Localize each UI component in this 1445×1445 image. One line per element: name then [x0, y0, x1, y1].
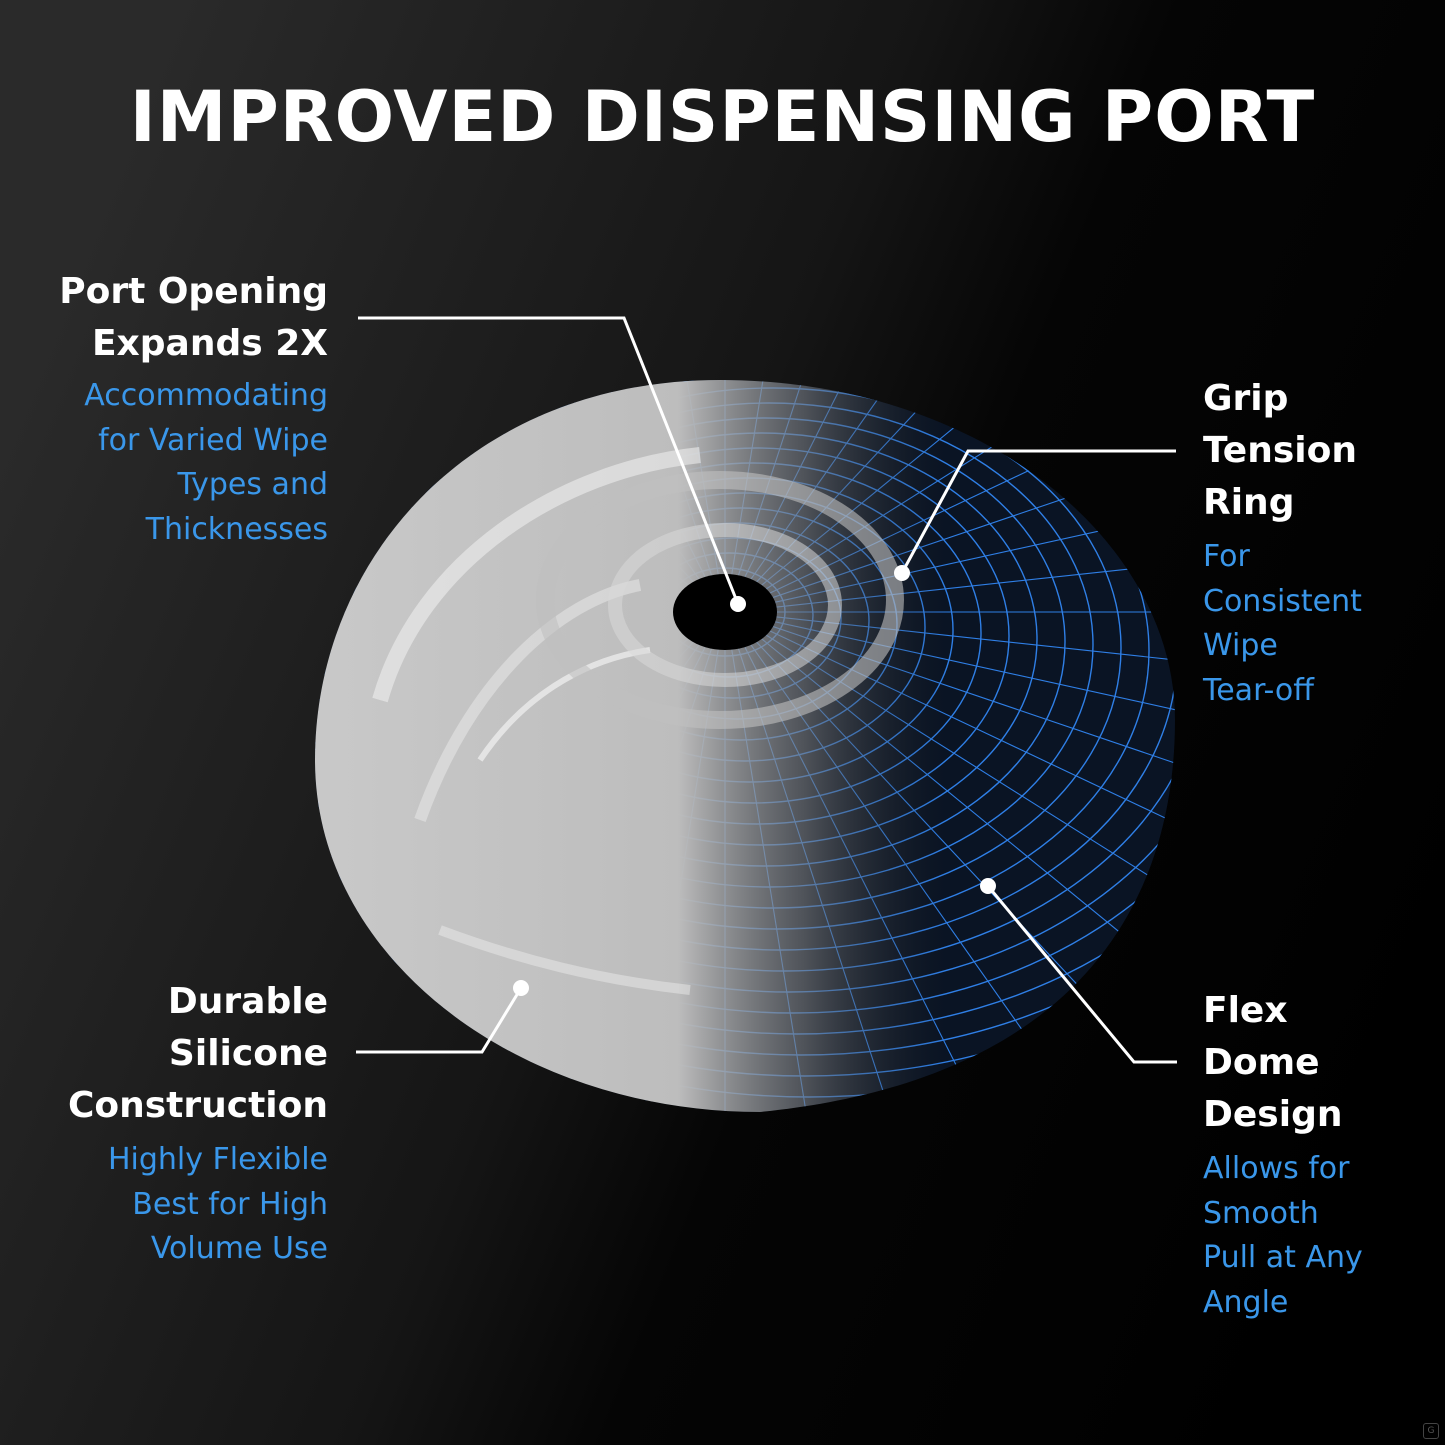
silicone-leader-line: [356, 987, 523, 1054]
port-opening-dot: [730, 596, 746, 612]
callout-heading: Flex Dome Design: [1203, 990, 1343, 1135]
silicone-dot: [513, 980, 529, 996]
port-opening-leader-line: [358, 316, 740, 605]
grip-ring-leader-line: [900, 449, 1176, 574]
page-title: IMPROVED DISPENSING PORT: [129, 76, 1316, 158]
callout-description: For Consistent Wipe Tear-off: [1203, 539, 1362, 708]
callout-heading: Port Opening Expands 2X: [59, 271, 328, 364]
callout-durable-silicone: Durable Silicone Construction Highly Fle…: [68, 976, 328, 1272]
callout-heading: Durable Silicone Construction: [67, 981, 328, 1126]
callout-port-opening: Port Opening Expands 2X Accommodating fo…: [59, 266, 328, 552]
callout-heading: Grip Tension Ring: [1203, 378, 1357, 523]
callout-description: Accommodating for Varied Wipe Types and …: [84, 378, 328, 547]
callout-description: Allows for Smooth Pull at Any Angle: [1203, 1151, 1363, 1320]
watermark-icon: G: [1423, 1423, 1439, 1439]
flex-dome-leader-line: [986, 885, 1177, 1064]
callout-description: Highly Flexible Best for High Volume Use: [107, 1142, 328, 1266]
callout-grip-tension-ring: Grip Tension Ring For Consistent Wipe Te…: [1203, 373, 1362, 713]
callout-flex-dome: Flex Dome Design Allows for Smooth Pull …: [1203, 985, 1363, 1325]
grip-ring-dot: [894, 565, 910, 581]
flex-dome-dot: [980, 878, 996, 894]
